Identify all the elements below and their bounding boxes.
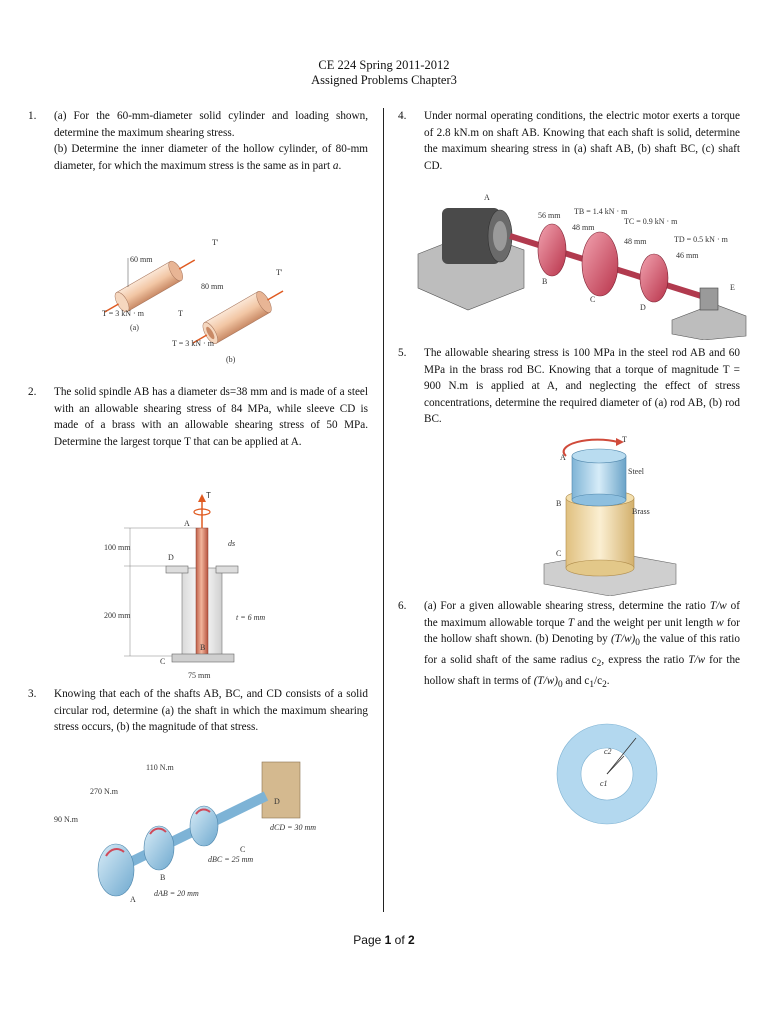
fig1-caption-a: (a) — [130, 323, 139, 332]
fig3-dcd: dCD = 30 mm — [270, 823, 316, 832]
fig5-brass-label: Brass — [632, 507, 650, 516]
problem-number: 6. — [398, 600, 407, 612]
fig4-diameter-48a: 48 mm — [572, 223, 595, 232]
problem-number: 3. — [28, 688, 37, 700]
fig1-diameter-b: 80 mm — [201, 282, 224, 291]
figure-3-shaft-assembly: 110 N.m 270 N.m 90 N.m dCD = 30 mm dBC =… — [54, 761, 316, 904]
fig5-label-b: B — [556, 499, 561, 508]
assignment-title: Assigned Problems Chapter3 — [311, 73, 457, 87]
problem-3: 3. Knowing that each of the shafts AB, B… — [28, 686, 368, 736]
fig2-label-a: A — [184, 519, 190, 528]
fig3-torque-110: 110 N.m — [146, 763, 174, 772]
fig1-tprime-b: T' — [276, 268, 283, 277]
problem-3-text: Knowing that each of the shafts AB, BC, … — [54, 688, 368, 734]
fig2-label-d: D — [168, 553, 174, 562]
fig3-dbc: dBC = 25 mm — [208, 855, 253, 864]
fig1-diameter-a: 60 mm — [130, 255, 153, 264]
current-page: 1 — [384, 933, 392, 947]
page-footer: Page 1 of 2 — [353, 933, 415, 947]
fig3-torque-90: 90 N.m — [54, 815, 79, 824]
figure-2-spindle: T A D B C ds 100 mm 200 mm t = 6 mm 75 m… — [104, 491, 265, 680]
problem-6: 6. (a) For a given allowable shearing st… — [398, 598, 740, 694]
fig2-width: 75 mm — [188, 671, 211, 680]
problem-number: 4. — [398, 110, 407, 122]
fig5-label-a: A — [560, 453, 566, 462]
fig6-label-c1: c1 — [600, 779, 608, 788]
fig5-torque-label: T — [622, 435, 627, 444]
fig4-torque-b: TB = 1.4 kN · m — [574, 207, 628, 216]
problem-number: 1. — [28, 110, 37, 122]
fig1-tprime-a: T' — [212, 238, 219, 247]
fig4-label-d: D — [640, 303, 646, 312]
fig4-torque-c: TC = 0.9 kN · m — [624, 217, 678, 226]
fig4-label-e: E — [730, 283, 735, 292]
problem-1: 1. (a) For the 60-mm-diameter solid cyli… — [28, 108, 368, 174]
fig1-t-label: T — [178, 309, 183, 318]
fig2-label-b: B — [200, 643, 205, 652]
fig6-label-c2: c2 — [604, 747, 612, 756]
problem-number: 2. — [28, 386, 37, 398]
fig4-label-c: C — [590, 295, 595, 304]
figure-5-composite-rod: T A B C Steel Brass — [543, 435, 677, 596]
problem-1-part-a: (a) For the 60-mm-diameter solid cylinde… — [54, 110, 368, 139]
fig2-height-200: 200 mm — [104, 611, 131, 620]
fig4-diameter-48b: 48 mm — [624, 237, 647, 246]
problem-5-text: The allowable shearing stress is 100 MPa… — [424, 347, 740, 426]
problem-4-text: Under normal operating conditions, the e… — [424, 110, 740, 172]
fig1-torque-b: T = 3 kN · m — [172, 339, 215, 348]
problem-4: 4. Under normal operating conditions, th… — [398, 108, 740, 174]
total-pages: 2 — [408, 933, 415, 947]
fig1-torque-a: T = 3 kN · m — [102, 309, 145, 318]
fig3-label-c: C — [240, 845, 245, 854]
problem-6-text: (a) For a given allowable shearing stres… — [424, 600, 741, 691]
fig3-label-d: D — [274, 797, 280, 806]
document-header: CE 224 Spring 2011-2012 Assigned Problem… — [0, 58, 768, 88]
fig3-torque-270: 270 N.m — [90, 787, 119, 796]
problem-1-part-b: (b) Determine the inner diameter of the … — [54, 143, 368, 172]
figure-4-motor-shaft: A B C D E 56 mm 48 mm 48 mm 46 mm TB = 1… — [417, 193, 747, 340]
fig4-label-a: A — [484, 193, 490, 202]
fig5-label-c: C — [556, 549, 561, 558]
figure-1-cylinders: 60 mm 80 mm T' T' T = 3 kN · m T T = 3 k… — [102, 238, 284, 364]
column-divider — [383, 108, 384, 912]
fig3-dab: dAB = 20 mm — [154, 889, 199, 898]
fig2-label-ds: ds — [228, 539, 235, 548]
fig2-thickness: t = 6 mm — [236, 613, 265, 622]
fig4-torque-d: TD = 0.5 kN · m — [674, 235, 729, 244]
problem-2: 2. The solid spindle AB has a diameter d… — [28, 384, 368, 450]
fig4-diameter-56: 56 mm — [538, 211, 561, 220]
figure-6-hollow-shaft: c2 c1 — [556, 723, 658, 825]
problem-2-text: The solid spindle AB has a diameter ds=3… — [54, 386, 368, 448]
fig4-label-b: B — [542, 277, 547, 286]
fig1-caption-b: (b) — [226, 355, 236, 364]
fig2-label-c: C — [160, 657, 165, 666]
problem-number: 5. — [398, 347, 407, 359]
fig5-steel-label: Steel — [628, 467, 645, 476]
fig3-label-a: A — [130, 895, 136, 904]
fig3-label-b: B — [160, 873, 165, 882]
fig2-torque-label: T — [206, 491, 211, 500]
fig4-diameter-46: 46 mm — [676, 251, 699, 260]
problem-5: 5. The allowable shearing stress is 100 … — [398, 345, 740, 428]
course-title: CE 224 Spring 2011-2012 — [318, 58, 450, 72]
fig2-height-100: 100 mm — [104, 543, 131, 552]
